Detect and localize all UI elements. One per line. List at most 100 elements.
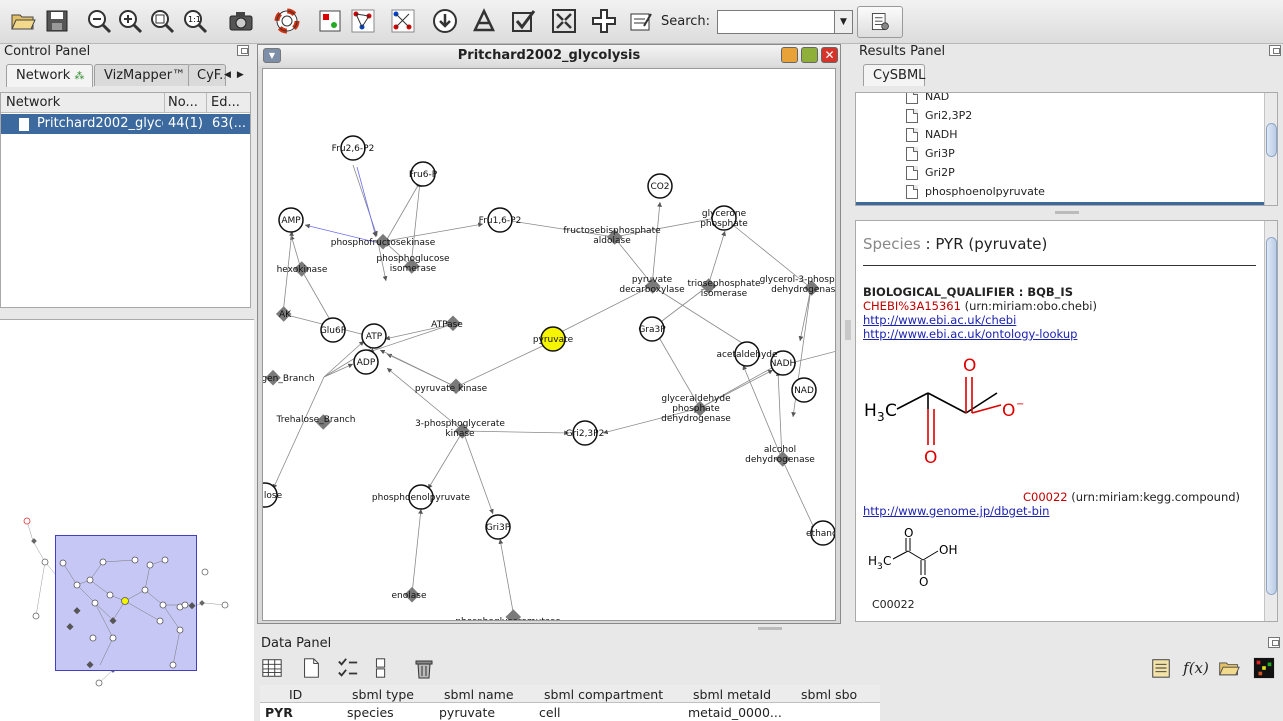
layout-force-icon[interactable]	[348, 6, 378, 36]
split-handle[interactable]	[1055, 211, 1079, 214]
save-icon[interactable]	[42, 6, 72, 36]
zoom-fit-icon[interactable]	[147, 6, 177, 36]
layout-icon[interactable]	[315, 6, 345, 36]
chevron-left-icon[interactable]: ◀	[224, 70, 237, 80]
close-button[interactable]: ✕	[821, 47, 838, 63]
search-options-button[interactable]	[857, 6, 903, 38]
list-item[interactable]: NAD	[906, 93, 949, 106]
tab-scroll-arrows[interactable]: ◀▶	[224, 70, 250, 80]
biological-qualifier: BIOLOGICAL_QUALIFIER : BQB_IS	[863, 285, 1073, 299]
float-panel-icon[interactable]	[237, 45, 249, 56]
network-overview[interactable]	[0, 319, 254, 721]
select-attributes-icon[interactable]	[336, 656, 360, 680]
canvas-resize-handle[interactable]	[845, 320, 851, 340]
col-sbml-type[interactable]: sbml type	[352, 687, 414, 702]
edit-form-icon[interactable]	[626, 6, 656, 36]
cell-sbml-metaid[interactable]: metaid_0000...	[688, 705, 782, 720]
float-panel-icon[interactable]	[1269, 45, 1281, 56]
tree-item-label: Gri3P	[925, 147, 955, 160]
maximize-button[interactable]	[801, 47, 818, 63]
network-canvas[interactable]: Fru2,6-P2 Fru6-P Fru1,6-P2 CO2 glycerone…	[262, 68, 836, 621]
annotation-icon[interactable]	[469, 6, 499, 36]
tree-scrollbar-thumb[interactable]	[1266, 123, 1277, 157]
search-dropdown-button[interactable]: ▼	[835, 10, 853, 34]
pyruvate-structure-chebi: H 3 C O O O −	[864, 356, 1024, 468]
open-folder-icon[interactable]	[1217, 656, 1241, 680]
selected-tree-item[interactable]	[856, 202, 1265, 205]
cell-sbml-type[interactable]: species	[347, 705, 394, 720]
column-icon[interactable]	[369, 656, 393, 680]
species-tree[interactable]: NAD Gri2,3P2 NADH Gri3P Gri2P phosphoeno…	[855, 92, 1278, 206]
table-row[interactable]: Pritchard2002_glyco 44(1) 63(...	[1, 114, 250, 134]
notes-icon[interactable]	[1149, 656, 1173, 680]
new-document-icon[interactable]	[299, 656, 323, 680]
network-window: ▼ Pritchard2002_glycolysis ✕	[257, 44, 841, 624]
col-sbml-metaid[interactable]: sbml metaId	[693, 687, 772, 702]
function-icon[interactable]: f(x)	[1183, 659, 1209, 677]
list-item[interactable]: NADH	[906, 125, 958, 144]
detail-scrollbar[interactable]	[1264, 221, 1277, 621]
cell-id[interactable]: PYR	[265, 705, 293, 720]
tree-scrollbar[interactable]	[1264, 93, 1277, 205]
tab-cysbml[interactable]: CySBML	[863, 64, 925, 86]
tree-item-label: phosphoenolpyruvate	[925, 185, 1045, 198]
list-item[interactable]: Gri3P	[906, 144, 955, 163]
import-down-icon[interactable]	[430, 6, 460, 36]
document-icon	[906, 127, 918, 142]
split-handle[interactable]	[758, 627, 782, 630]
list-item[interactable]: phosphoenolpyruvate	[906, 182, 1045, 201]
species-title: Species : PYR (pyruvate)	[863, 235, 1047, 253]
camera-icon[interactable]	[226, 6, 256, 36]
svg-text:3-phosphoglycerate: 3-phosphoglycerate	[415, 419, 505, 429]
expand-icon[interactable]	[549, 6, 579, 36]
col-nodes[interactable]: No...	[168, 95, 198, 110]
float-panel-icon[interactable]	[1268, 637, 1280, 648]
search-input[interactable]	[717, 10, 835, 34]
col-id[interactable]: ID	[289, 687, 303, 702]
kegg-line: C00022 (urn:miriam:kegg.compound)	[1023, 490, 1240, 504]
cell-sbml-name[interactable]: pyruvate	[439, 705, 496, 720]
list-item[interactable]: Gri2,3P2	[906, 106, 972, 125]
detail-scrollbar-thumb[interactable]	[1266, 237, 1277, 595]
svg-text:pyruvate: pyruvate	[632, 275, 673, 285]
ontology-lookup-link[interactable]: http://www.ebi.ac.uk/ontology-lookup	[863, 327, 1078, 341]
kegg-dbget-link[interactable]: http://www.genome.jp/dbget-bin	[863, 504, 1050, 518]
svg-text:O: O	[963, 356, 976, 376]
zoom-in-icon[interactable]	[115, 6, 145, 36]
network-tab-icon: ⁂	[74, 71, 85, 82]
zoom-selected-icon[interactable]: 1:1	[180, 6, 210, 36]
chebi-link[interactable]: http://www.ebi.ac.uk/chebi	[863, 313, 1017, 327]
window-menu-button[interactable]: ▼	[263, 48, 281, 63]
svg-text:phosphofructosekinase: phosphofructosekinase	[331, 238, 436, 248]
heatmap-icon[interactable]	[1252, 656, 1276, 680]
minimize-button[interactable]	[781, 47, 798, 63]
tab-network[interactable]: Network ⁂	[6, 64, 93, 87]
col-sbml-sbo[interactable]: sbml sbo	[801, 687, 858, 702]
cell-sbml-compartment[interactable]: cell	[539, 705, 561, 720]
chevron-right-icon[interactable]: ▶	[236, 70, 250, 80]
col-edges[interactable]: Ed...	[211, 95, 240, 110]
col-network[interactable]: Network	[6, 95, 61, 110]
network-window-titlebar[interactable]: ▼ Pritchard2002_glycolysis ✕	[258, 45, 840, 66]
svg-text:OH: OH	[939, 543, 957, 557]
layout-grid-icon[interactable]	[388, 6, 418, 36]
tab-vizmapper[interactable]: VizMapper™	[94, 64, 191, 86]
svg-text:CO2: CO2	[650, 182, 669, 192]
table-view-icon[interactable]	[260, 656, 284, 680]
tab-cyf[interactable]: CyF...	[188, 64, 226, 86]
col-sbml-compartment[interactable]: sbml compartment	[544, 687, 664, 702]
species-value: : PYR (pyruvate)	[920, 235, 1048, 253]
check-icon[interactable]	[508, 6, 538, 36]
tab-cyf-label: CyF...	[197, 68, 225, 83]
svg-text:acetaldehyde: acetaldehyde	[716, 350, 778, 360]
col-sbml-name[interactable]: sbml name	[444, 687, 514, 702]
help-lifebuoy-icon[interactable]	[272, 6, 302, 36]
svg-text:phosphate: phosphate	[672, 404, 720, 414]
list-item[interactable]: Gri2P	[906, 163, 955, 182]
open-folder-icon[interactable]	[8, 6, 38, 36]
zoom-out-icon[interactable]	[84, 6, 114, 36]
plus-icon[interactable]	[589, 6, 619, 36]
trash-icon[interactable]	[412, 656, 436, 680]
species-label: Species	[863, 235, 921, 253]
svg-text:−: −	[1016, 399, 1024, 410]
